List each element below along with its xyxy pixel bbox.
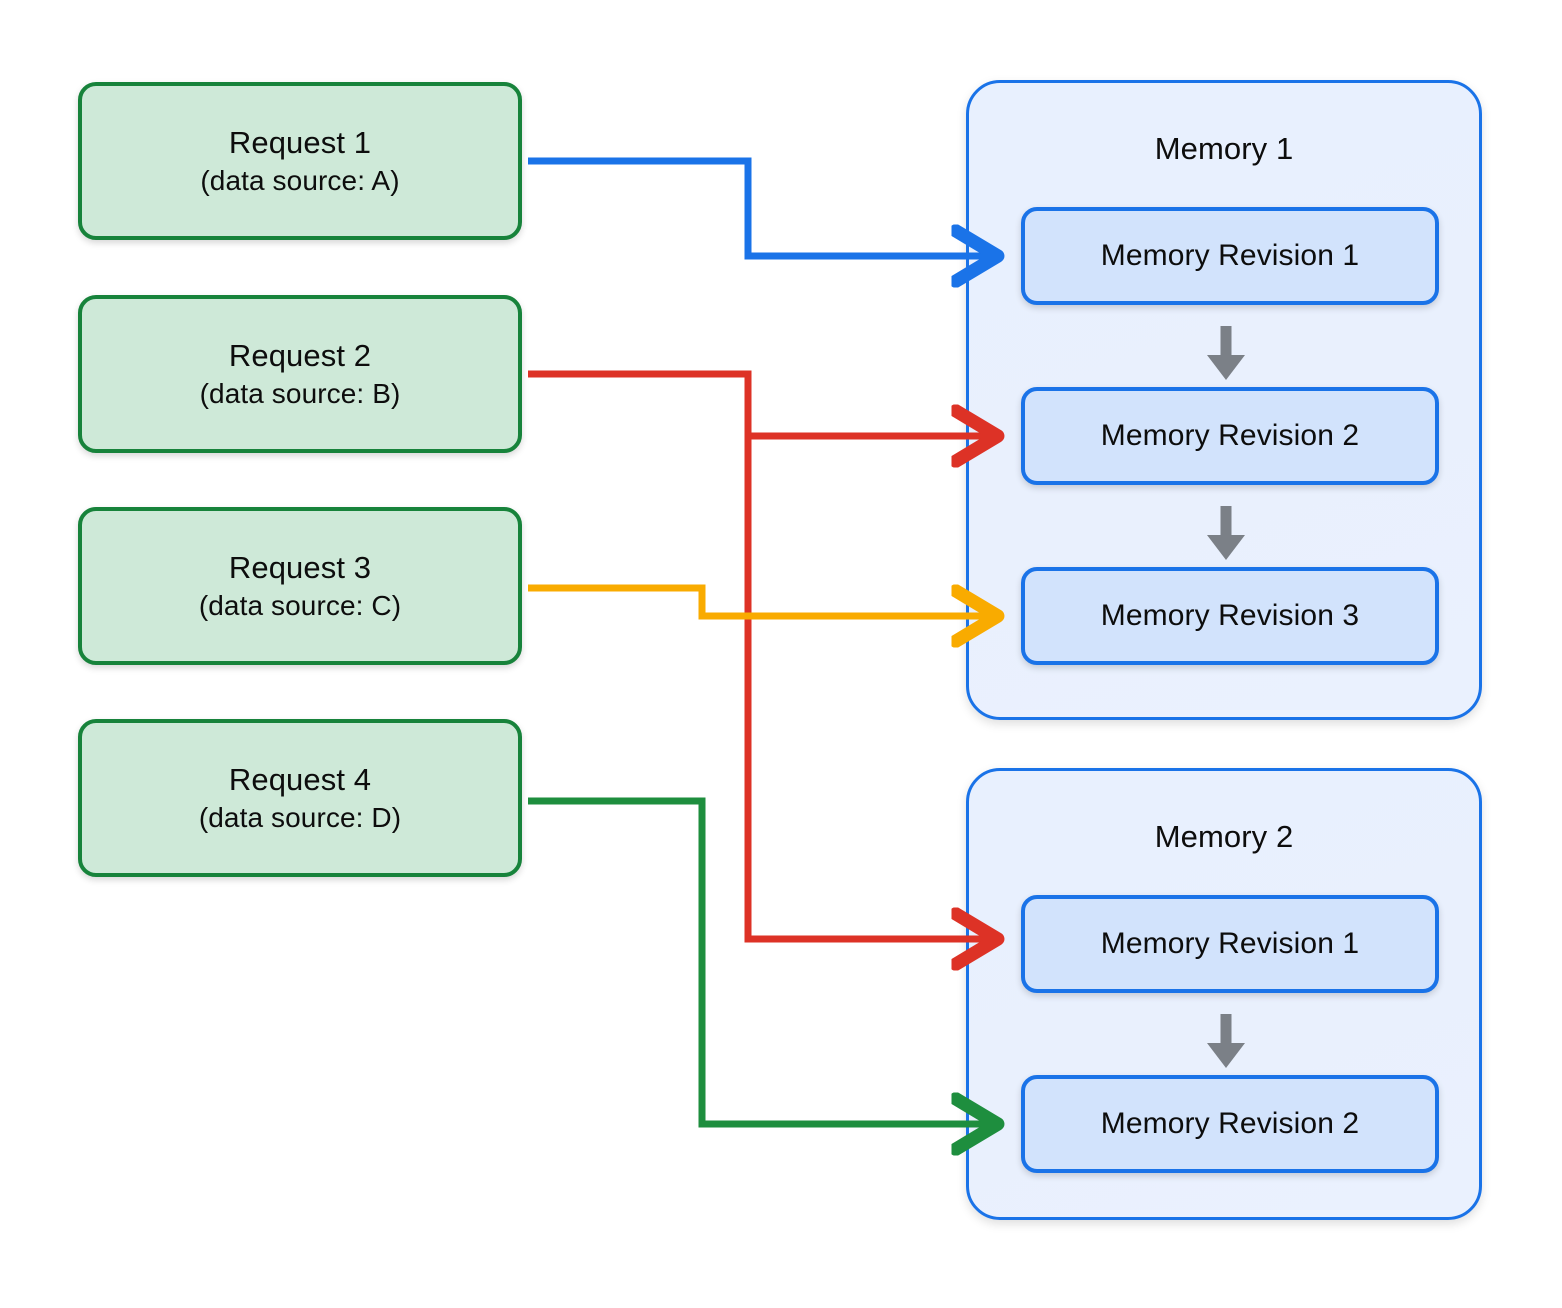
connector-request-1-path	[528, 157, 995, 256]
memory-container-1[interactable]: Memory 1 Memory Revision 1 Memory Revisi…	[966, 80, 1482, 720]
request-3-subtitle: (data source: C)	[198, 589, 402, 621]
connector-request-3-path	[528, 584, 995, 616]
request-2-subtitle: (data source: B)	[199, 377, 401, 409]
memory-1-revision-3-label: Memory Revision 3	[1100, 599, 1360, 632]
memory-container-2[interactable]: Memory 2 Memory Revision 1 Memory Revisi…	[966, 768, 1482, 1220]
request-2-title: Request 2	[228, 338, 372, 374]
memory-1-title: Memory 1	[1154, 131, 1294, 166]
memory-1-revision-2-label: Memory Revision 2	[1100, 419, 1360, 452]
request-1-subtitle: (data source: A)	[200, 164, 400, 196]
request-box-1[interactable]: Request 1 (data source: A)	[78, 82, 522, 240]
request-3-title: Request 3	[228, 550, 372, 586]
memory-1-revision-1-label: Memory Revision 1	[1100, 239, 1360, 272]
request-box-4[interactable]: Request 4 (data source: D)	[78, 719, 522, 877]
memory-2-revision-box-2[interactable]: Memory Revision 2	[1021, 1075, 1439, 1173]
request-4-title: Request 4	[228, 762, 372, 798]
connector-request-4-path	[528, 797, 995, 1124]
memory-1-revision-box-2[interactable]: Memory Revision 2	[1021, 387, 1439, 485]
memory-1-revision-box-3[interactable]: Memory Revision 3	[1021, 567, 1439, 665]
request-4-subtitle: (data source: D)	[198, 801, 402, 833]
memory-2-title: Memory 2	[1154, 819, 1294, 854]
connector-request-2-path	[528, 370, 995, 939]
memory-2-revision-box-1[interactable]: Memory Revision 1	[1021, 895, 1439, 993]
request-box-3[interactable]: Request 3 (data source: C)	[78, 507, 522, 665]
memory-2-revision-1-label: Memory Revision 1	[1100, 927, 1360, 960]
memory-2-revision-2-label: Memory Revision 2	[1100, 1107, 1360, 1140]
request-1-title: Request 1	[228, 125, 372, 161]
memory-1-revision-box-1[interactable]: Memory Revision 1	[1021, 207, 1439, 305]
request-box-2[interactable]: Request 2 (data source: B)	[78, 295, 522, 453]
